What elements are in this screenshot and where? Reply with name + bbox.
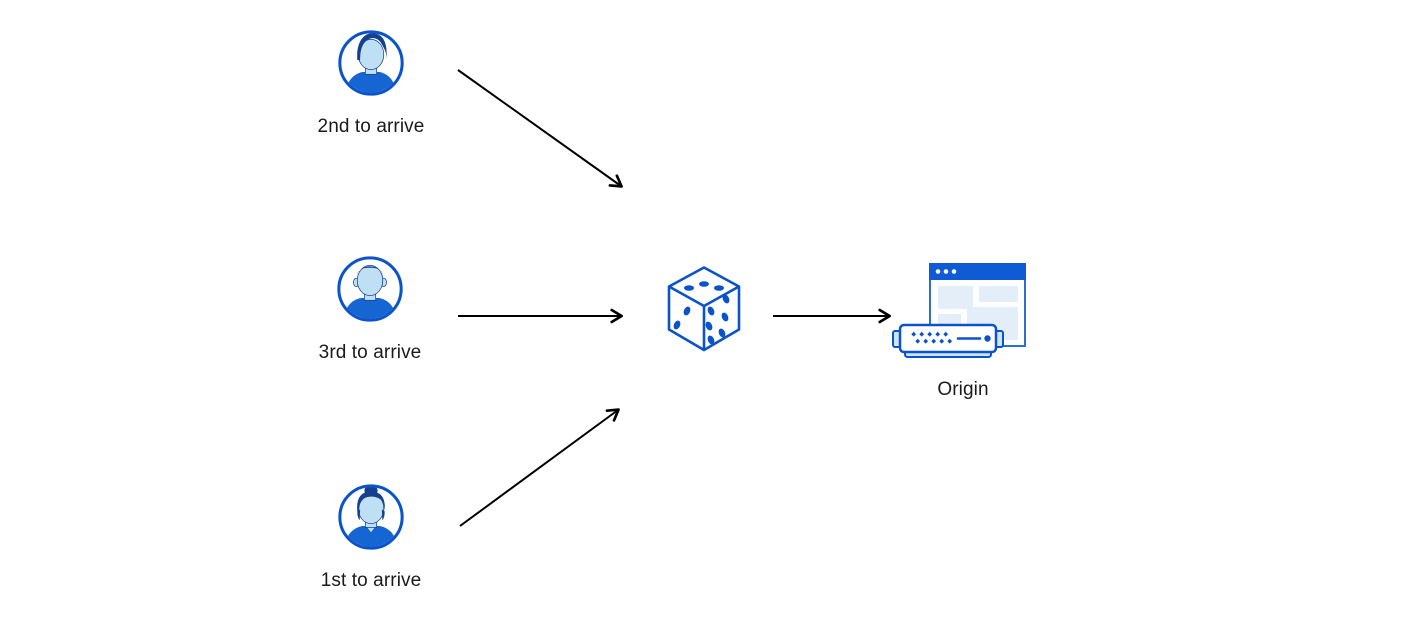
user-3rd-label: 3rd to arrive — [318, 342, 422, 363]
woman-bun-hair-avatar-icon — [338, 484, 404, 550]
origin-icon-group — [892, 263, 1026, 358]
man-short-hair-avatar-icon — [337, 256, 403, 322]
arrow-user1st-to-dice — [459, 408, 620, 527]
dice-icon — [667, 266, 741, 352]
arrow-user2nd-to-dice — [457, 69, 623, 188]
user-2nd-label: 2nd to arrive — [317, 116, 425, 137]
user-1st-label: 1st to arrive — [320, 570, 422, 591]
man-swept-hair-avatar-icon — [338, 30, 404, 96]
origin-label: Origin — [937, 379, 989, 400]
server-icon — [892, 323, 1004, 358]
